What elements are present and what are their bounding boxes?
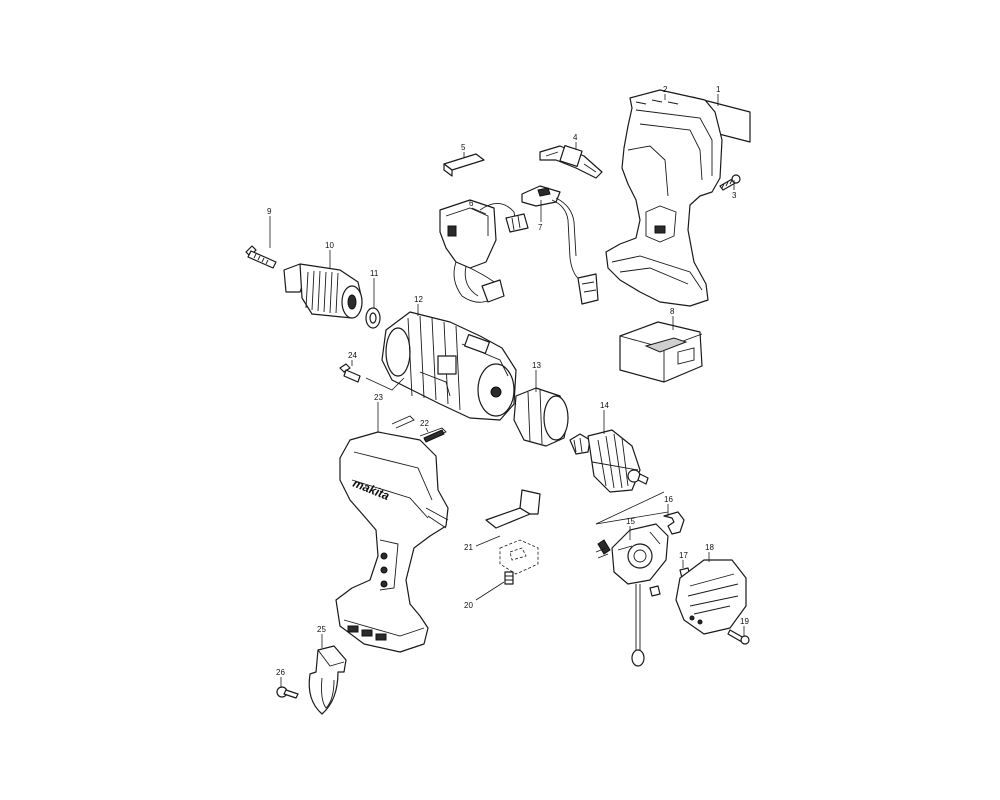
callout-17: 17 (679, 551, 688, 560)
callout-4: 4 (573, 133, 578, 142)
callout-13: 13 (532, 361, 541, 370)
callout-8: 8 (670, 307, 675, 316)
callout-10: 10 (325, 241, 334, 250)
callout-22: 22 (420, 419, 429, 428)
part-9-bolt (245, 245, 277, 269)
part-14-armature (569, 429, 649, 493)
callout-3: 3 (732, 191, 737, 200)
callout-18: 18 (705, 543, 714, 552)
callout-14: 14 (600, 401, 609, 410)
callout-2: 2 (663, 85, 668, 94)
part-7-led-wire (521, 185, 599, 305)
part-3-screw (719, 174, 741, 191)
part-8-terminal-block (619, 321, 703, 383)
callout-7: 7 (538, 223, 543, 232)
callout-20: 20 (464, 601, 473, 610)
part-13-magnet-housing (513, 387, 569, 447)
part-19-screw (727, 629, 750, 645)
callout-11: 11 (370, 269, 379, 278)
callout-21: 21 (464, 543, 473, 552)
part-15-brush-holder (595, 523, 669, 667)
leader-lines (269, 94, 745, 688)
callout-9: 9 (267, 207, 272, 216)
callout-25: 25 (317, 625, 326, 634)
part-11-washer (365, 307, 381, 329)
callout-23: 23 (374, 393, 383, 402)
part-22-springs (391, 415, 447, 443)
callout-16: 16 (664, 495, 673, 504)
part-4-switch-lever (539, 145, 603, 179)
callout-19: 19 (740, 617, 749, 626)
part-18-rear-cover (675, 559, 747, 635)
part-21-bracket (485, 489, 541, 575)
part-10-drill-chuck (283, 263, 363, 319)
callout-6: 6 (469, 199, 474, 208)
part-25-belt-hook (308, 645, 347, 715)
part-23-housing-left: makita (335, 431, 449, 653)
part-5-small-plate (443, 153, 485, 177)
callout-1: 1 (716, 85, 721, 94)
callout-labels: 1 2 3 4 5 6 7 8 9 10 11 12 13 14 15 16 1… (267, 85, 749, 677)
part-20-screw (504, 571, 514, 585)
part-26-screw (276, 686, 299, 699)
part-2-housing-right (605, 89, 723, 307)
callout-12: 12 (414, 295, 423, 304)
part-6-switch-unit (439, 199, 529, 303)
part-16-clip (663, 511, 685, 535)
callout-24: 24 (348, 351, 357, 360)
callout-15: 15 (626, 517, 635, 526)
part-12-gear-assembly (381, 311, 517, 421)
callout-5: 5 (461, 143, 466, 152)
part-24-screw (339, 363, 361, 383)
callout-26: 26 (276, 668, 285, 677)
